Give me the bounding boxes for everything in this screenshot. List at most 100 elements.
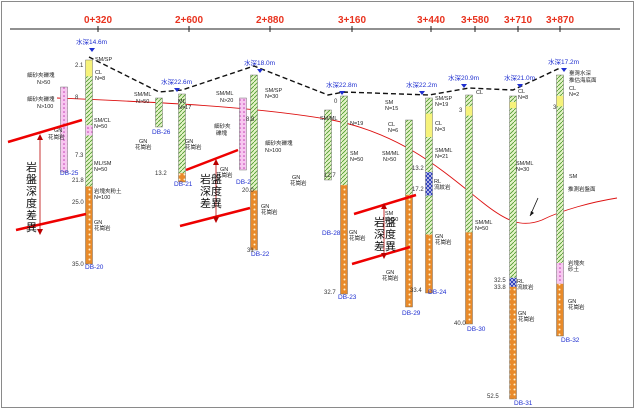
depth-difference-note: 盤: [26, 173, 37, 186]
borehole-db-30: DB-30: [465, 94, 486, 333]
depth-value: 32.5: [494, 278, 506, 284]
borehole-stratum: [340, 185, 348, 294]
depth-difference-note: 度: [26, 196, 37, 210]
soil-label: N=30: [516, 167, 529, 173]
soil-label: SM/SP: [435, 96, 452, 102]
borehole-id: DB-26: [152, 129, 171, 136]
soil-label: SM/ML: [320, 116, 337, 122]
borehole-outline: [324, 109, 332, 181]
soil-label: N>20: [220, 98, 233, 104]
borehole-id: DB-29: [402, 310, 421, 317]
depth-difference-note: 岩盤: [374, 215, 396, 229]
borehole-outline: [556, 74, 564, 337]
depth-difference-note: 異: [26, 221, 37, 234]
soil-label: SM: [385, 100, 394, 106]
soil-label: GN: [386, 270, 394, 276]
borehole-stratum: [425, 98, 433, 122]
borehole-outline: [85, 59, 93, 265]
soil-label: 細砂夾礫塊: [27, 95, 55, 103]
soil-label: CL: [435, 121, 442, 127]
soil-label: CL: [476, 90, 483, 96]
station-label: 2+880: [256, 15, 285, 26]
depth-value: 3: [553, 105, 557, 111]
borehole-stratum: [85, 135, 93, 187]
depth-value: 35.0: [72, 262, 84, 268]
soil-label: N>50: [37, 80, 50, 86]
soil-label: N=15: [385, 106, 398, 112]
borehole-id: DB-32: [561, 337, 580, 344]
borehole-outline: [465, 94, 473, 325]
borehole-outline: [239, 97, 247, 171]
soil-label: 細砂夾礫塊: [27, 71, 55, 79]
borehole-outline: [155, 97, 163, 128]
water-marker-icon: [174, 88, 180, 92]
depth-difference-markers: [7, 118, 417, 266]
borehole-outline: [425, 97, 433, 294]
soil-label: 花崗岩: [261, 208, 278, 216]
soil-label: N>100: [265, 148, 281, 154]
depth-value: 7.3: [75, 153, 84, 159]
soil-label: N>50: [136, 99, 149, 105]
borehole-id: DB-22: [251, 251, 270, 258]
soil-label: SM/ML: [134, 92, 151, 98]
borehole-id: DB-31: [514, 400, 533, 407]
station-label: 3+870: [546, 15, 575, 26]
soil-label: GN: [349, 230, 357, 236]
soil-label: GN: [139, 139, 147, 145]
water-depth-label: 水深21.0m: [504, 73, 535, 82]
clay-band: [556, 95, 564, 107]
borehole-stratum: [85, 186, 93, 264]
borehole-db-23: DB-23: [338, 95, 357, 301]
borehole-id: DB-23: [338, 294, 357, 301]
clay-band: [85, 60, 93, 77]
borehole-db-20: DB-20: [85, 59, 104, 271]
borehole-id: DB-21: [174, 181, 193, 188]
legend-line-2: 推估海底面: [569, 76, 597, 84]
soil-label: 花崗岩: [216, 171, 233, 179]
soil-label: 岩塊夾: [568, 259, 585, 267]
station-label: 3+710: [504, 15, 533, 26]
water-marker-icon: [419, 91, 425, 95]
station-label: 3+580: [461, 15, 490, 26]
borehole-stratum: [178, 173, 186, 182]
water-depth-label: 水深20.9m: [448, 73, 479, 82]
borehole-outline: [178, 93, 186, 183]
borehole-stratum: [155, 98, 163, 127]
borehole-stratum: [425, 121, 433, 173]
depth-difference-note: 岩盤: [200, 172, 222, 186]
soil-label: GN: [292, 175, 300, 181]
soil-label: N=50: [94, 124, 107, 130]
borehole-stratum: [556, 75, 564, 263]
depth-difference-note: 深度: [200, 184, 222, 198]
soil-label: N=19: [350, 121, 363, 127]
soil-label: N=3: [435, 127, 445, 133]
bedrock-label-group: 推測岩盤面: [529, 185, 596, 217]
borehole-stratum: [405, 120, 413, 195]
soil-label: GN: [94, 220, 102, 226]
borehole-db-27: DB-27: [236, 97, 255, 186]
depth-value: 40.0: [454, 321, 466, 327]
borehole-db-32: DB-32: [556, 74, 580, 344]
borehole-stratum: [85, 125, 93, 136]
borehole-stratum: [425, 195, 433, 235]
soil-label: 花崗岩: [435, 238, 452, 246]
legend-line-1: 臺灣水深: [569, 69, 592, 77]
depth-value: 13.2: [412, 166, 424, 172]
borehole-stratum: [405, 194, 413, 307]
soil-label: 花崗岩: [518, 315, 535, 323]
borehole-outline: [405, 119, 413, 308]
soil-label: 花崗岩: [349, 234, 366, 242]
soil-label: ML: [178, 99, 186, 105]
soil-label: 花崗岩: [290, 179, 307, 187]
soil-label: 花崗岩: [568, 303, 585, 311]
depth-value: 21.8: [72, 178, 84, 184]
borehole-db-26: DB-26: [152, 97, 171, 136]
borehole-outline: [250, 74, 258, 251]
water-marker-icon: [517, 84, 523, 88]
soil-label: SM/ML: [475, 220, 492, 226]
soil-label: N=50: [94, 167, 107, 173]
soil-label: SM/ML: [435, 148, 452, 154]
